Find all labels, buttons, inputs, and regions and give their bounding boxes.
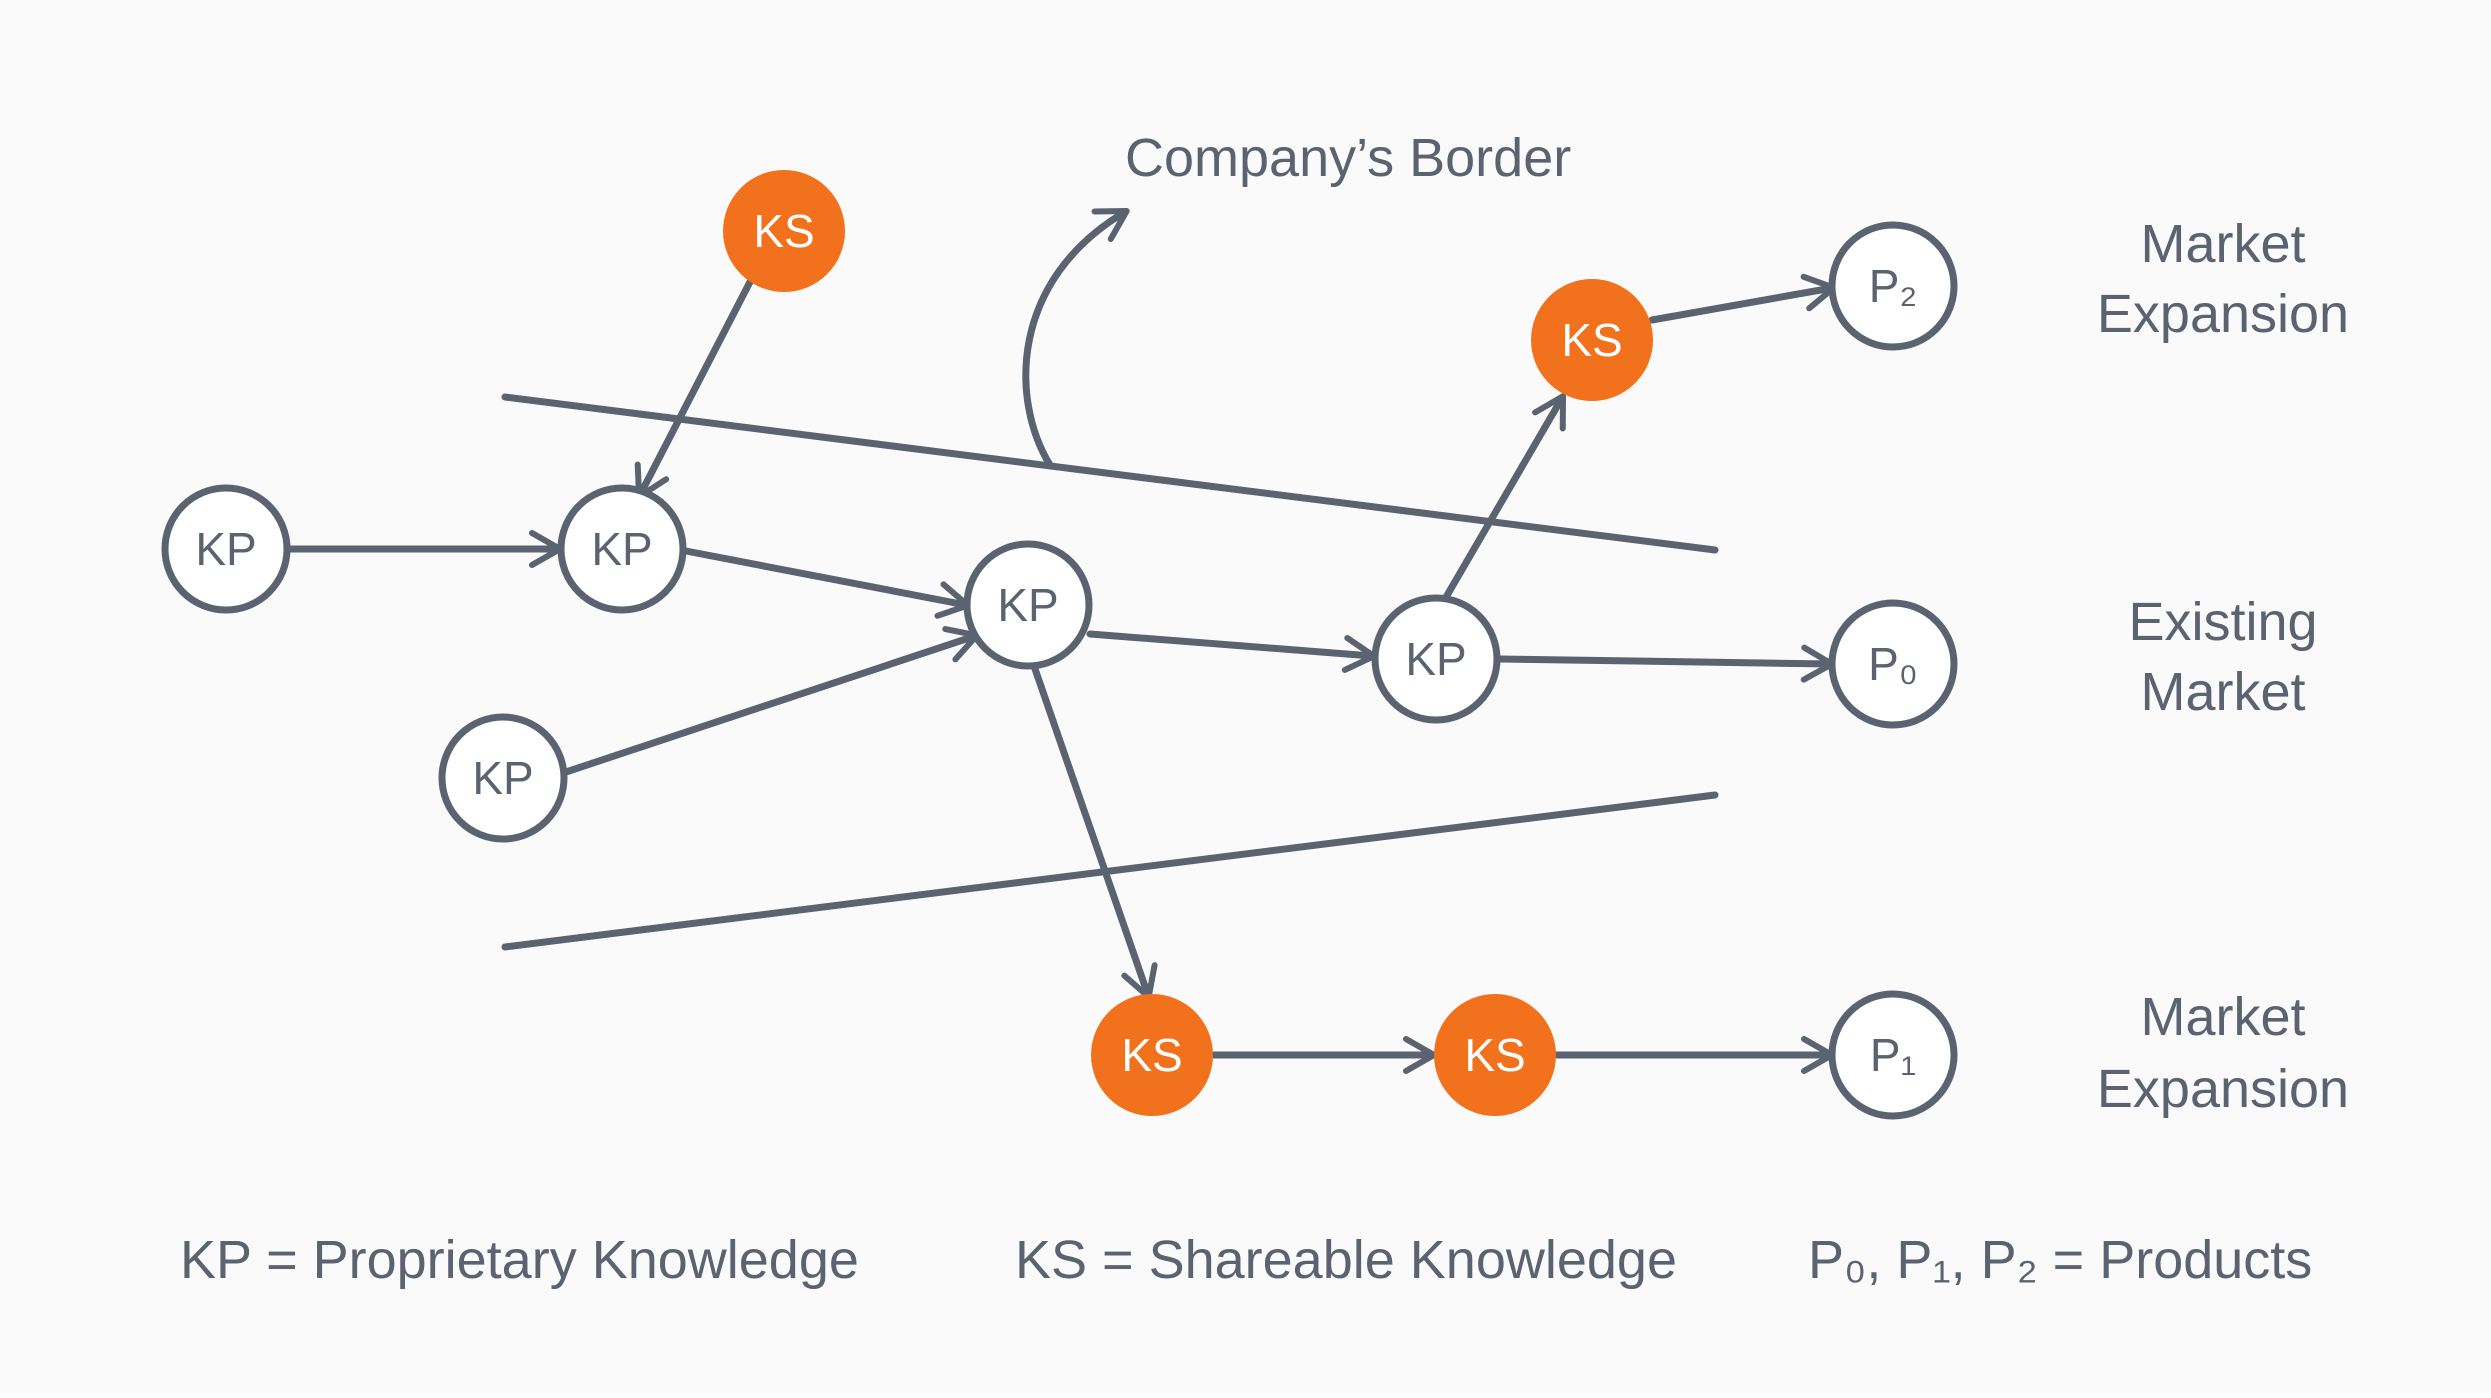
node-kp-b: KP (557, 484, 687, 614)
edge-kp-c-to-kp-e (1086, 630, 1377, 673)
node-ks-top: KS (723, 170, 845, 292)
legend-kp: KP = Proprietary Knowledge (180, 1230, 859, 1290)
edge-kp-e-to-p0 (1496, 644, 1835, 683)
company-border-title: Company’s Border (1125, 128, 1571, 188)
node-ks-top-label: KS (753, 205, 814, 257)
node-ks-low2-label: KS (1464, 1029, 1525, 1081)
legend-ks: KS = Shareable Knowledge (1015, 1230, 1677, 1290)
node-p1-label: P₁ (1870, 1029, 1916, 1081)
node-kp-b-label: KP (591, 523, 652, 575)
node-kp-d-label: KP (472, 752, 533, 804)
node-kp-a: KP (161, 484, 291, 614)
node-kp-c-label: KP (997, 579, 1058, 631)
company-border-lower-line (501, 791, 1719, 951)
market-middle-line2: Market (2140, 662, 2305, 722)
company-border-pointer-arrow (1022, 207, 1130, 469)
node-p1: P₁ (1828, 990, 1958, 1120)
edge-kp-c-to-ks-low1 (1030, 662, 1158, 1000)
market-bottom-line1: Market (2140, 987, 2305, 1047)
edges (286, 273, 1837, 1074)
node-ks-upper: KS (1531, 279, 1653, 401)
node-p2: P₂ (1828, 221, 1958, 351)
node-ks-low1: KS (1091, 994, 1213, 1116)
node-p0-label: P₀ (1868, 638, 1918, 690)
node-ks-low1-label: KS (1121, 1029, 1182, 1081)
nodes: KP KP KP KP KP KS KS KS (161, 170, 1958, 1120)
node-kp-e: KP (1371, 594, 1501, 724)
node-p2-label: P₂ (1869, 260, 1918, 312)
edge-ks-top-to-kp-b (634, 274, 756, 500)
legend-products: P₀, P₁, P₂ = Products (1808, 1230, 2312, 1290)
market-top-line1: Market (2140, 214, 2305, 274)
market-top-line2: Expansion (2097, 284, 2349, 344)
legend: KP = Proprietary Knowledge KS = Shareabl… (180, 1230, 2312, 1290)
node-kp-e-label: KP (1405, 633, 1466, 685)
edge-kp-e-to-ks-upper (1438, 393, 1567, 608)
market-middle-line1: Existing (2128, 592, 2317, 652)
edge-kp-d-to-kp-c (562, 626, 980, 776)
market-labels: Market Expansion Existing Market Market … (2097, 214, 2349, 1119)
node-kp-d: KP (438, 713, 568, 843)
node-p0: P₀ (1828, 599, 1958, 729)
company-border-upper-line (501, 393, 1719, 554)
node-kp-c: KP (963, 540, 1093, 670)
node-ks-low2: KS (1434, 994, 1556, 1116)
edge-kp-b-to-kp-c (682, 547, 971, 619)
node-kp-a-label: KP (195, 523, 256, 575)
edge-ks-upper-to-p2 (1648, 273, 1837, 324)
node-ks-upper-label: KS (1561, 314, 1622, 366)
market-bottom-line2: Expansion (2097, 1059, 2349, 1119)
